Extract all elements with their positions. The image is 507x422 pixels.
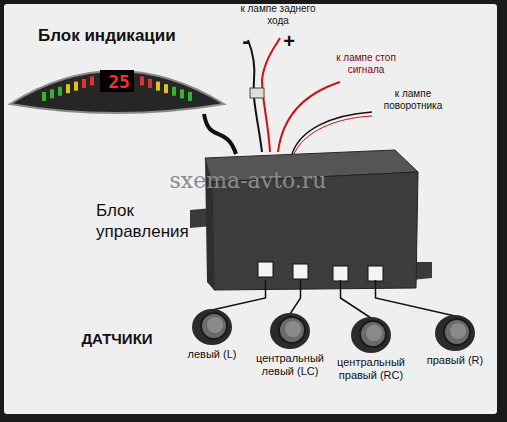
sensor-label: центральный левый (LC) <box>252 352 328 378</box>
led <box>172 87 176 96</box>
wire-turn-lamp <box>294 116 372 154</box>
unit-heading: Блок индикации <box>8 26 230 46</box>
led <box>66 84 70 93</box>
wire-note: к лампе стоп сигнала <box>318 52 414 75</box>
polarity-sign: - <box>238 28 254 53</box>
sensor: правый (R) <box>426 312 484 367</box>
sensor: левый (L) <box>184 306 240 361</box>
sensor-icon <box>349 314 393 354</box>
connector <box>368 266 383 281</box>
wire-turn-lamp <box>292 112 372 154</box>
led <box>90 76 94 85</box>
display-digits: 25 <box>8 71 230 93</box>
sensor-wire <box>376 280 456 316</box>
led <box>74 82 78 91</box>
display-unit: Блок индикации 25 <box>8 26 230 124</box>
led <box>156 82 160 91</box>
wire-plus <box>262 38 280 152</box>
sensor-wire <box>212 280 266 310</box>
led <box>50 89 54 98</box>
led <box>82 79 86 88</box>
unit-heading: Блок управления <box>96 200 196 242</box>
led <box>148 79 152 88</box>
led <box>180 89 184 98</box>
led <box>188 92 192 101</box>
sensor-icon <box>268 310 312 350</box>
fuse-holder <box>250 88 264 98</box>
polarity-sign: + <box>280 30 298 53</box>
led <box>58 87 62 96</box>
sensor-icon <box>190 306 234 346</box>
led <box>140 76 144 85</box>
sensor-label: центральный правый (RC) <box>332 356 410 382</box>
sensor-wire <box>341 280 372 318</box>
sensor: центральный левый (LC) <box>252 310 328 378</box>
connector <box>293 264 308 279</box>
display-cable <box>204 114 236 154</box>
sensor-label: правый (R) <box>426 354 484 367</box>
sensor-wire <box>290 280 301 314</box>
led <box>42 92 46 101</box>
wire-note: к лампе поворотника <box>372 88 454 111</box>
wire-note: к лампе заднего хода <box>236 3 320 26</box>
sensor-icon <box>433 312 477 352</box>
connector <box>333 266 348 281</box>
group-label: ДАТЧИКИ <box>72 330 162 347</box>
connector <box>258 262 273 277</box>
led <box>164 84 168 93</box>
sensor: центральный правый (RC) <box>332 314 410 382</box>
sensor-label: левый (L) <box>184 348 240 361</box>
wire-stop-lamp <box>278 82 340 152</box>
watermark: sxema-avto.ru <box>128 168 368 193</box>
